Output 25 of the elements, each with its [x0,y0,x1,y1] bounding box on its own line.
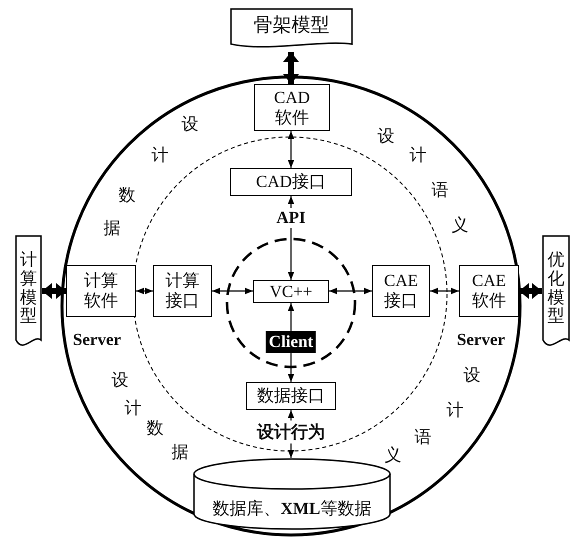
client-tag: Client [266,331,316,353]
double-arrow [136,288,153,294]
process-box: CAE接口 [372,265,430,317]
node-text: 优化模型 [548,251,564,326]
double-arrow [430,288,459,294]
process-box: CAD软件 [254,84,330,131]
process-box: 计算接口 [153,265,212,317]
process-box: CAD接口 [230,168,352,196]
process-box: VC++ [253,280,329,303]
process-box: 计算软件 [66,265,136,317]
text-label: 义 [450,214,470,236]
text-label: 设计行为 [255,420,327,444]
text-label: 义 [382,444,404,466]
node-text: 骨架模型 [254,15,330,37]
double-arrow [42,286,66,296]
node-text: 计算模型 [20,251,37,326]
double-arrow [329,288,372,294]
process-box: CAE软件 [459,265,519,317]
double-arrow [519,286,542,296]
node-text: 数据库、XML等数据 [212,499,372,519]
text-label: API [274,208,308,228]
double-arrow [286,52,296,84]
double-arrow [288,131,294,168]
double-arrow [212,288,253,294]
process-box: 数据接口 [246,382,336,410]
